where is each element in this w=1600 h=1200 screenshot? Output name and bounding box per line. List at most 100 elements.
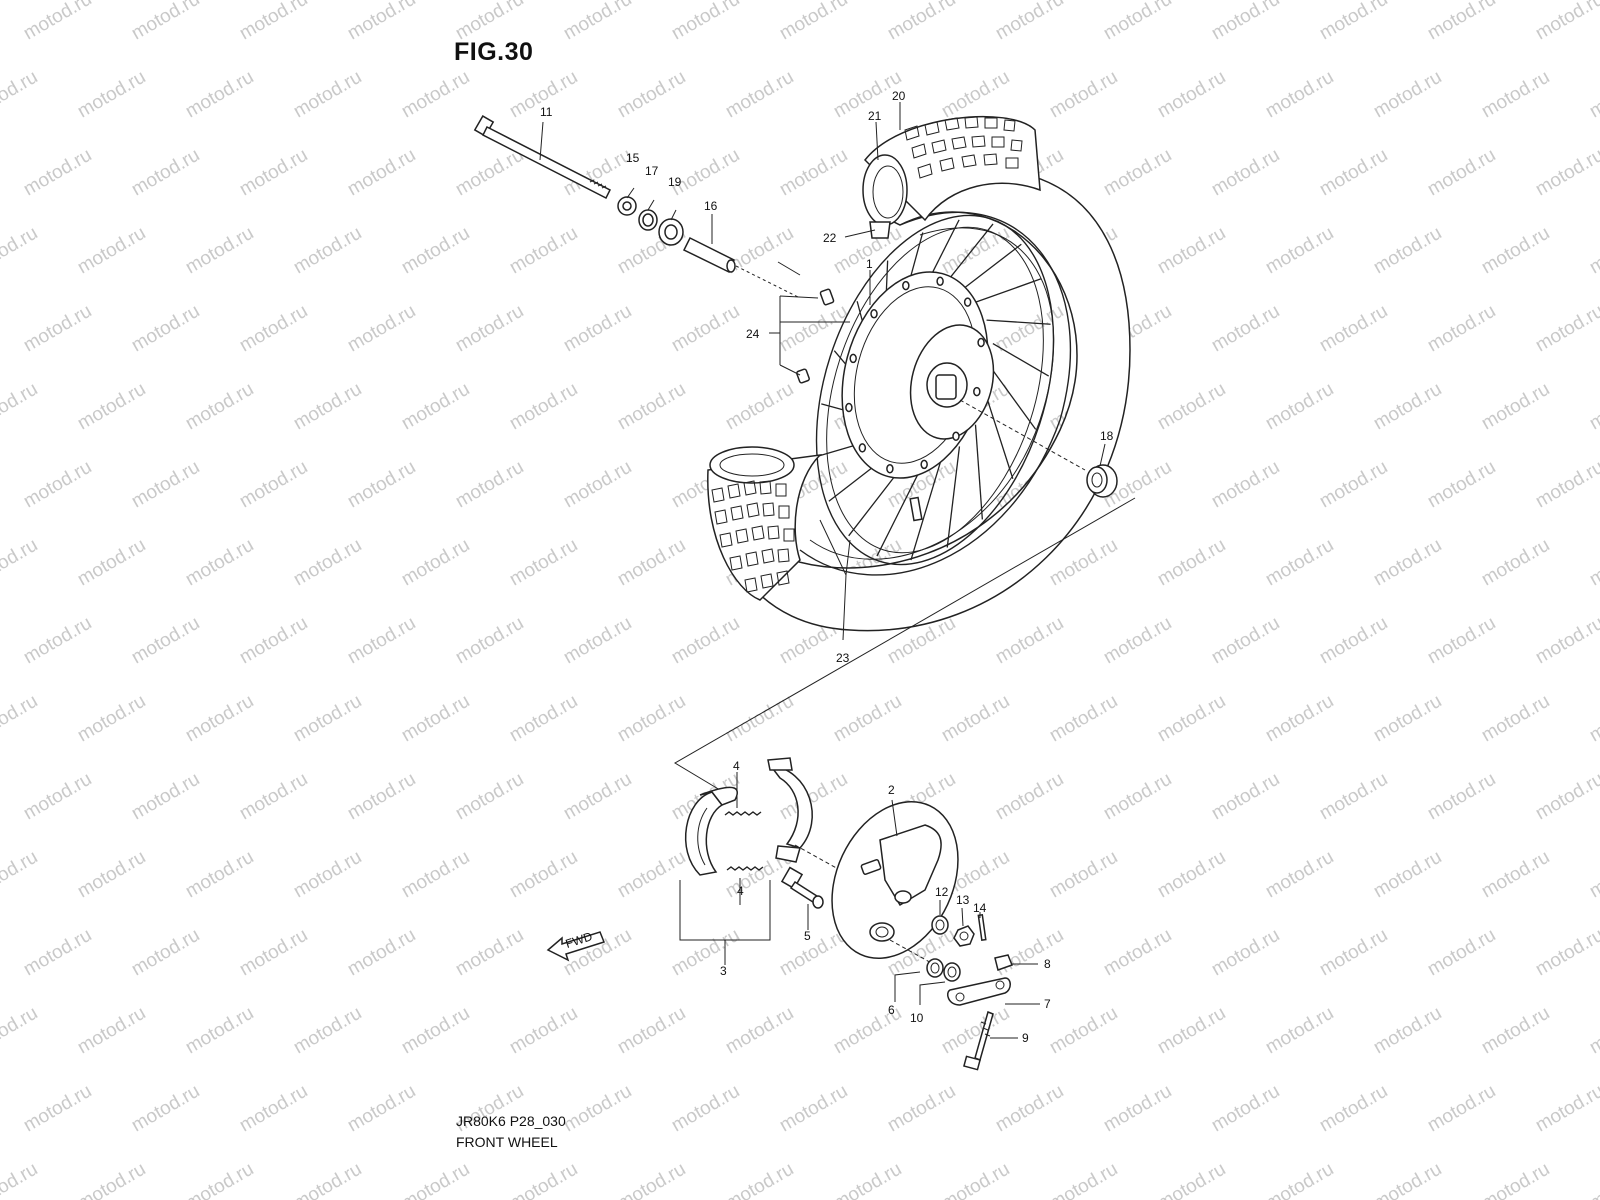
wheel-assembly xyxy=(707,115,1131,632)
exploded-frame-lines xyxy=(674,261,1136,791)
watermark-text: motod.ru xyxy=(560,457,635,513)
watermark-text: motod.ru xyxy=(452,925,527,981)
watermark-text: motod.ru xyxy=(1532,769,1600,825)
callout-20: 20 xyxy=(892,89,906,103)
watermark-text: motod.ru xyxy=(776,1081,851,1137)
watermark-text: motod.ru xyxy=(236,145,311,201)
watermark-text: motod.ru xyxy=(128,1081,203,1137)
watermark-text: motod.ru xyxy=(1478,1159,1553,1200)
watermark-text: motod.ru xyxy=(1478,379,1553,435)
watermark-text: motod.ru xyxy=(560,0,635,44)
watermark-text: motod.ru xyxy=(290,1003,365,1059)
watermark-text: motod.ru xyxy=(506,1003,581,1059)
watermark-text: motod.ru xyxy=(0,691,41,747)
watermark-text: motod.ru xyxy=(1532,613,1600,669)
watermark-text: motod.ru xyxy=(1316,925,1391,981)
watermark-text: motod.ru xyxy=(1586,535,1600,591)
spoke-nipples xyxy=(769,288,850,384)
watermark-text: motod.ru xyxy=(344,0,419,44)
watermark-text: motod.ru xyxy=(290,691,365,747)
watermark-text: motod.ru xyxy=(1154,1159,1229,1200)
watermark-text: motod.ru xyxy=(1370,691,1445,747)
callout-23: 23 xyxy=(836,651,850,665)
watermark-text: motod.ru xyxy=(128,301,203,357)
watermark-text: motod.ru xyxy=(1370,379,1445,435)
watermark-text: motod.ru xyxy=(722,379,797,435)
watermark-text: motod.ru xyxy=(0,847,41,903)
watermark-text: motod.ru xyxy=(614,691,689,747)
watermark-text: motod.ru xyxy=(1208,0,1283,44)
watermark-text: motod.ru xyxy=(1478,67,1553,123)
callout-4-bottom: 4 xyxy=(737,884,744,898)
watermark-text: motod.ru xyxy=(74,847,149,903)
watermark-text: motod.ru xyxy=(1154,67,1229,123)
callout-22: 22 xyxy=(823,231,837,245)
watermark-text: motod.ru xyxy=(1262,535,1337,591)
watermark-text: motod.ru xyxy=(614,535,689,591)
watermark-text: motod.ru xyxy=(128,457,203,513)
watermark-text: motod.ru xyxy=(20,0,95,44)
watermark-text: motod.ru xyxy=(1586,691,1600,747)
callout-8: 8 xyxy=(1044,957,1051,971)
watermark-text: motod.ru xyxy=(452,301,527,357)
spoke xyxy=(992,343,1050,377)
callout-12: 12 xyxy=(935,885,949,899)
watermark-text: motod.ru xyxy=(182,223,257,279)
watermark-text: motod.ru xyxy=(938,223,1013,279)
fwd-arrow-icon: FWD xyxy=(546,929,605,962)
spoke xyxy=(986,398,1014,479)
watermark-text: motod.ru xyxy=(128,0,203,44)
callout-18: 18 xyxy=(1100,429,1114,443)
callout-6: 6 xyxy=(888,1003,895,1017)
watermark-text: motod.ru xyxy=(1370,67,1445,123)
axle xyxy=(473,115,612,200)
watermark-text: motod.ru xyxy=(560,613,635,669)
spoke xyxy=(974,424,984,520)
watermark-text: motod.ru xyxy=(1208,769,1283,825)
axle-parts xyxy=(617,187,801,299)
spoke xyxy=(992,370,1037,430)
watermark-text: motod.ru xyxy=(1154,847,1229,903)
watermark-text: motod.ru xyxy=(1316,1081,1391,1137)
watermark-text: motod.ru xyxy=(1424,301,1499,357)
hub-hole xyxy=(886,463,894,474)
watermark-text: motod.ru xyxy=(1370,535,1445,591)
watermark-text: motod.ru xyxy=(344,301,419,357)
watermark-text: motod.ru xyxy=(236,925,311,981)
watermark-text: motod.ru xyxy=(1262,847,1337,903)
watermark-text: motod.ru xyxy=(776,145,851,201)
watermark-text: motod.ru xyxy=(20,613,95,669)
watermark-text: motod.ru xyxy=(1262,1003,1337,1059)
watermark-text: motod.ru xyxy=(20,301,95,357)
watermark-text: motod.ru xyxy=(74,1159,149,1200)
watermark-text: motod.ru xyxy=(452,769,527,825)
watermark-text: motod.ru xyxy=(344,1081,419,1137)
spoke xyxy=(876,468,922,557)
watermark-text: motod.ru xyxy=(1532,925,1600,981)
watermark-text: motod.ru xyxy=(182,535,257,591)
watermark-text: motod.ru xyxy=(668,613,743,669)
callout-15: 15 xyxy=(626,151,640,165)
hub-hole xyxy=(870,309,878,319)
watermark-text: motod.ru xyxy=(884,1081,959,1137)
watermark-text: motod.ru xyxy=(290,67,365,123)
callout-21: 21 xyxy=(868,109,882,123)
watermark-text: motod.ru xyxy=(128,145,203,201)
watermark-text: motod.ru xyxy=(344,613,419,669)
watermark-text: motod.ru xyxy=(398,535,473,591)
watermark-text: motod.ru xyxy=(1316,613,1391,669)
figure-title: FIG.30 xyxy=(454,38,534,66)
hub-hole xyxy=(849,353,857,364)
callout-11: 11 xyxy=(540,105,553,119)
watermark-text: motod.ru xyxy=(0,379,41,435)
watermark-text: motod.ru xyxy=(74,535,149,591)
watermark-text: motod.ru xyxy=(398,691,473,747)
watermark-text: motod.ru xyxy=(938,691,1013,747)
watermark-text: motod.ru xyxy=(1208,925,1283,981)
watermark-text: motod.ru xyxy=(722,67,797,123)
watermark-text: motod.ru xyxy=(668,1081,743,1137)
hub-hole xyxy=(936,276,944,287)
watermark-text: motod.ru xyxy=(668,925,743,981)
callout-3: 3 xyxy=(720,964,727,978)
watermark-text: motod.ru xyxy=(1586,379,1600,435)
